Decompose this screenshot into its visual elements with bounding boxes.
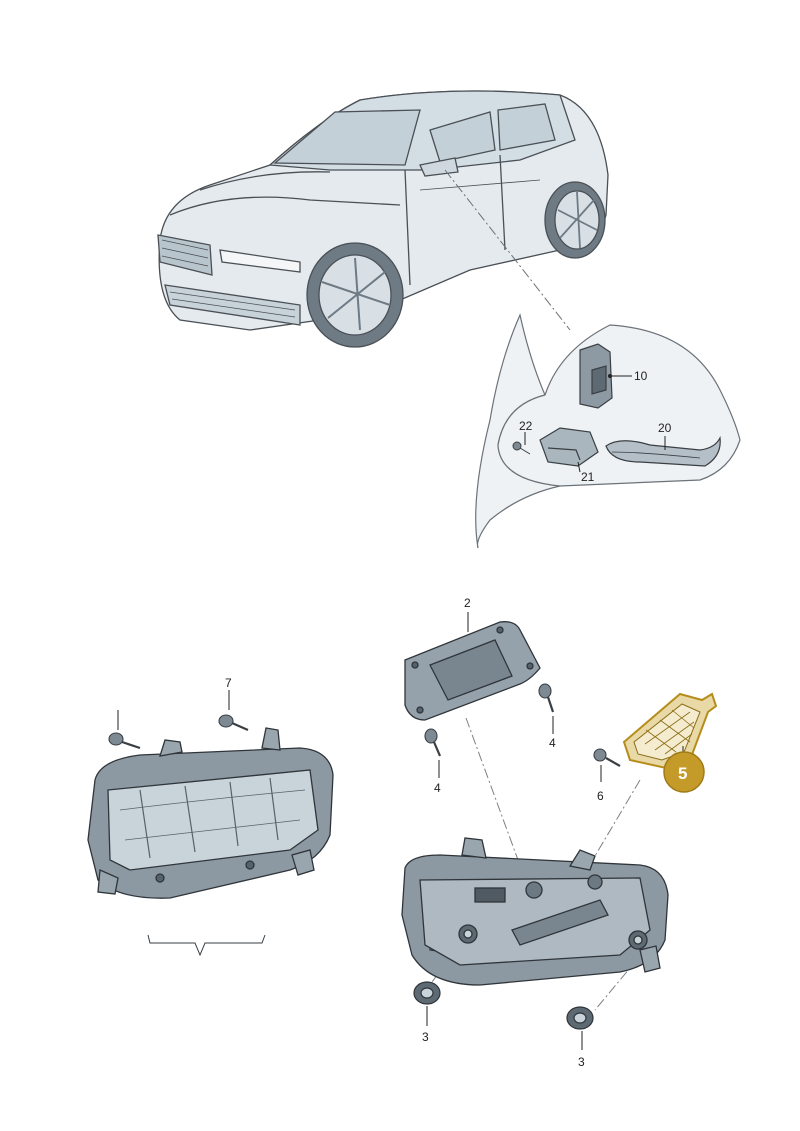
left-screw: [108, 732, 141, 750]
group-bracket: [147, 934, 266, 957]
part-22-screw: [512, 441, 531, 455]
part-21-illustration: [539, 427, 599, 467]
part-4-screw-upper: [538, 683, 555, 713]
fog-lamp-housing: [401, 837, 669, 986]
part-4-screw-lower: [424, 728, 442, 757]
callout-7: 7: [225, 676, 232, 690]
callout-6: 6: [597, 789, 604, 803]
headlight-housing: [87, 727, 334, 899]
callout-4-right: 4: [549, 736, 556, 750]
part-10-illustration: [579, 343, 613, 409]
part-3-grommet-right: [566, 1006, 594, 1030]
callout-5-badge: 5: [663, 751, 705, 793]
part-20-illustration: [605, 435, 721, 467]
callout-3-left: 3: [422, 1030, 429, 1044]
callout-20: 20: [658, 421, 672, 435]
car-illustration: [157, 90, 609, 348]
part-6-screw: [593, 748, 621, 767]
part-2-control-unit: [404, 621, 541, 721]
callout-3-right: 3: [578, 1055, 585, 1069]
callout-22: 22: [519, 419, 533, 433]
left-headlight-assembly: 7: [87, 676, 334, 957]
right-assembly: 2 4 4 6: [401, 596, 718, 1069]
part-3-grommet-left: [413, 981, 441, 1005]
callout-2: 2: [464, 596, 471, 610]
callout-4-left: 4: [434, 781, 441, 795]
mirror-inset: 10 22 21 20: [475, 313, 741, 549]
callout-5: 5: [678, 764, 687, 783]
callout-10: 10: [634, 369, 648, 383]
leader-line: [444, 169, 571, 331]
part-7-screw: [218, 714, 249, 732]
callout-21: 21: [581, 470, 595, 484]
